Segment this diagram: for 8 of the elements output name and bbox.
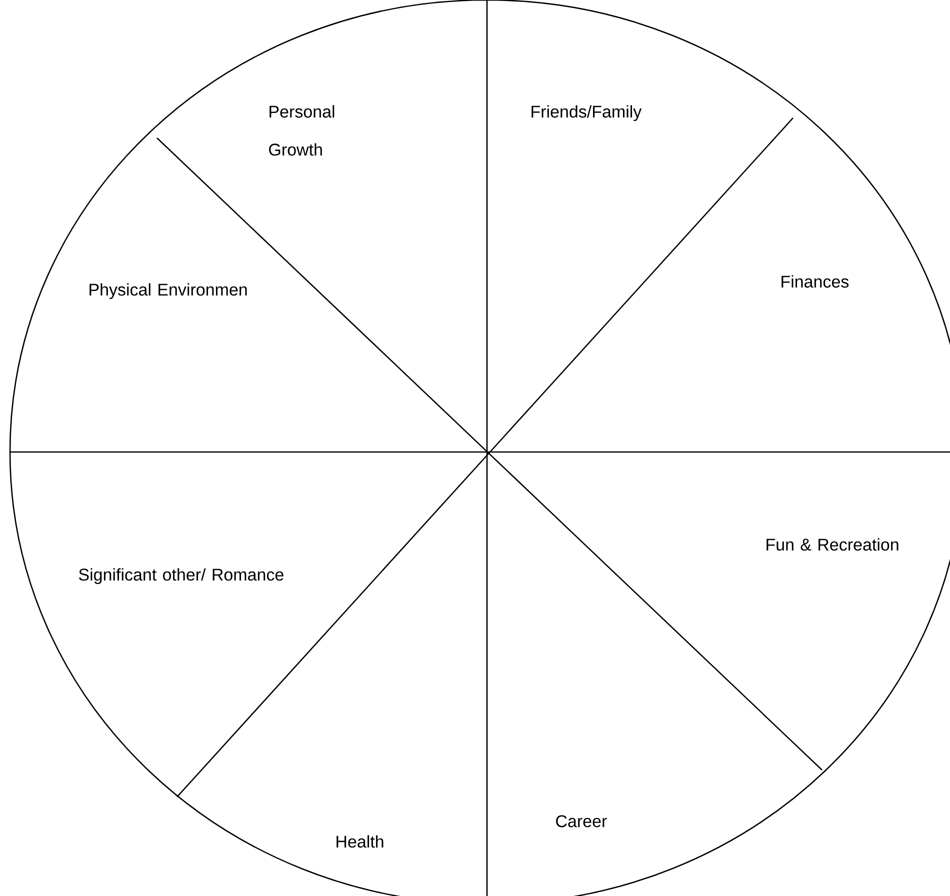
- sector-label: Personal Growth: [269, 105, 334, 156]
- sector-label: Physical Environmen: [90, 283, 247, 300]
- sector-label: Significant other/ Romance: [78, 568, 284, 584]
- sector-label: Finances: [782, 275, 849, 288]
- sector-label: Fun & Recreation: [766, 538, 898, 551]
- sector-label: Career: [556, 815, 607, 828]
- sector-label: Health: [336, 835, 384, 848]
- sector-label: Friends/Family: [532, 105, 642, 122]
